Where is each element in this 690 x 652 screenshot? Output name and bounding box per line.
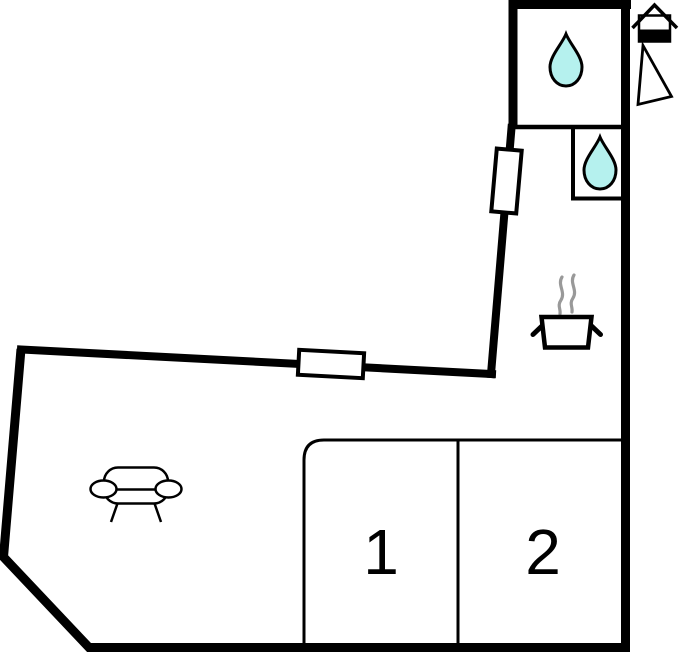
- sofa-leg: [109, 501, 120, 523]
- sofa-leg: [152, 501, 163, 523]
- sofa-armrest: [89, 479, 118, 499]
- water-drop-icon: [582, 132, 618, 191]
- wall-lower-outline: [0, 348, 630, 652]
- water-drops: [548, 29, 618, 191]
- sofa-icon: [89, 466, 183, 523]
- water-drop-icon: [548, 29, 584, 88]
- steam-wave: [569, 273, 577, 314]
- interior-walls: [302, 124, 622, 646]
- north-arrow-icon: [636, 40, 674, 107]
- steam-icon: [557, 273, 577, 316]
- window-icon: [489, 146, 524, 216]
- house-icon: [631, 2, 679, 43]
- house-body-band: [639, 29, 670, 42]
- room-2-label: 2: [525, 516, 561, 588]
- pot-body: [538, 314, 595, 350]
- wall-bedrooms-outline: [302, 438, 622, 646]
- room-1-label: 1: [363, 516, 399, 588]
- house-roof: [631, 2, 679, 30]
- wall-middle: [16, 345, 497, 379]
- windows: [295, 146, 524, 381]
- steam-wave: [557, 275, 565, 316]
- window-icon: [295, 347, 367, 381]
- cooking-pot-icon: [530, 273, 603, 350]
- sofa-armrest: [154, 479, 183, 499]
